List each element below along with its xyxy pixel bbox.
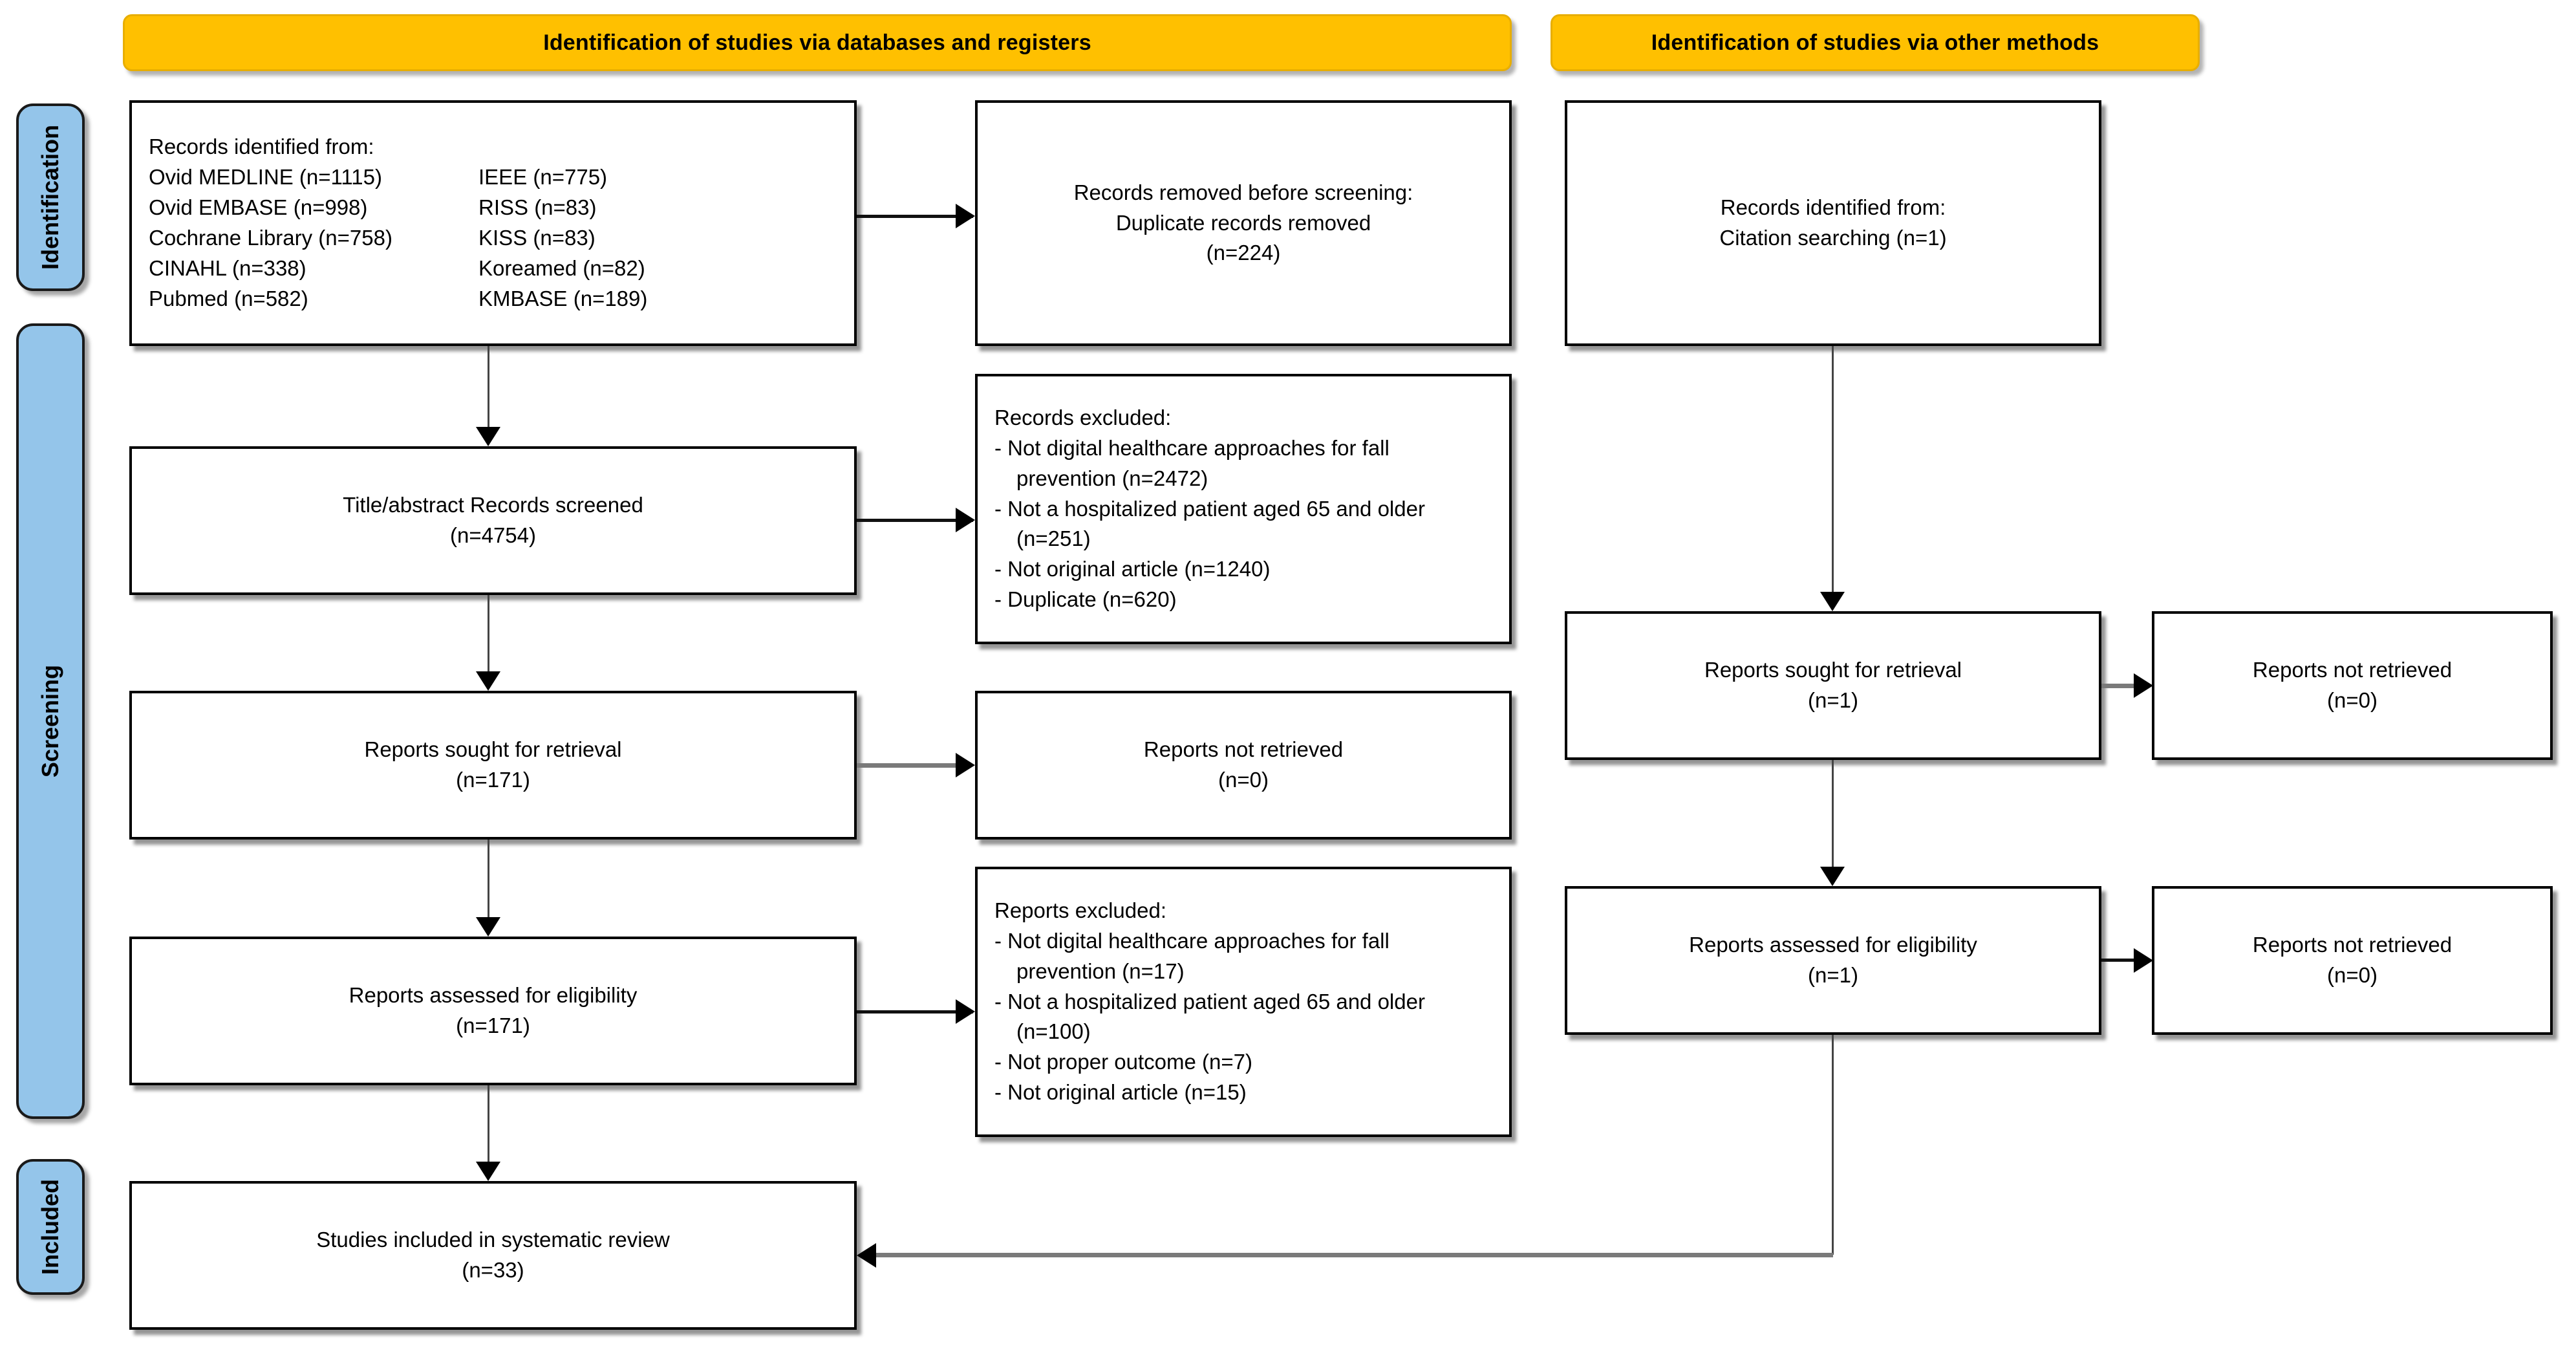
box-reports-sought-right: Reports sought for retrieval (n=1) — [1565, 611, 2101, 760]
records-identified-other-line2: Citation searching (n=1) — [1719, 226, 1947, 250]
source-cinahl: CINAHL (n=338) — [149, 255, 306, 280]
records-screened-count: (n=4754) — [449, 523, 536, 547]
connector-other-to-sought-right — [1832, 346, 1834, 598]
box-records-identified-other: Records identified from: Citation search… — [1565, 100, 2101, 346]
box-studies-included: Studies included in systematic review (n… — [129, 1181, 857, 1330]
reports-assessed-right-count: (n=1) — [1808, 963, 1858, 987]
reports-excluded-item-2: - Not a hospitalized patient aged 65 and… — [994, 989, 1425, 1044]
box-reports-not-retrieved-right-bottom: Reports not retrieved (n=0) — [2152, 886, 2553, 1035]
connector-sought-to-assessed-left — [488, 840, 489, 924]
reports-not-retrieved-right-bottom-line1: Reports not retrieved — [2252, 933, 2453, 957]
arrow-screened-to-excluded — [956, 508, 975, 532]
box-reports-excluded: Reports excluded: - Not digital healthca… — [975, 867, 1512, 1137]
records-removed-line2: Duplicate records removed — [1115, 210, 1371, 235]
reports-not-retrieved-right-bottom-count: (n=0) — [2327, 963, 2377, 987]
records-excluded-heading: Records excluded: — [994, 405, 1172, 429]
arrow-other-to-sought-right — [1820, 592, 1845, 611]
banner-right-label: Identification of studies via other meth… — [1651, 30, 2099, 55]
reports-assessed-right-line1: Reports assessed for eligibility — [1689, 933, 1977, 957]
arrow-sought-to-not-retrieved-right-top — [2134, 673, 2153, 698]
box-reports-sought-left: Reports sought for retrieval (n=171) — [129, 691, 857, 840]
studies-included-count: (n=33) — [462, 1258, 524, 1282]
connector-right-to-included-vertical — [1832, 1035, 1834, 1255]
source-ovid-embase: Ovid EMBASE (n=998) — [149, 195, 368, 220]
records-identified-heading: Records identified from: — [149, 135, 374, 159]
studies-included-line1: Studies included in systematic review — [316, 1228, 670, 1252]
records-excluded-item-2: - Not a hospitalized patient aged 65 and… — [994, 496, 1425, 551]
arrow-assessed-to-included — [476, 1162, 500, 1181]
connector-assessed-to-not-retrieved-right-bottom — [2101, 959, 2147, 962]
banner-left-label: Identification of studies via databases … — [543, 30, 1091, 55]
arrow-sought-to-not-retrieved-left — [956, 753, 975, 777]
source-cochrane: Cochrane Library (n=758) — [149, 226, 392, 250]
connector-assessed-to-reports-excluded — [857, 1010, 973, 1014]
records-excluded-item-4: - Duplicate (n=620) — [994, 587, 1177, 612]
stage-tab-screening: Screening — [16, 323, 85, 1119]
records-excluded-item-3: - Not original article (n=1240) — [994, 557, 1271, 581]
reports-not-retrieved-right-top-line1: Reports not retrieved — [2252, 658, 2453, 682]
arrow-screened-to-sought — [476, 671, 500, 691]
stage-tab-identification-label: Identification — [37, 125, 63, 270]
box-reports-not-retrieved-right-top: Reports not retrieved (n=0) — [2152, 611, 2553, 760]
records-screened-line1: Title/abstract Records screened — [343, 493, 643, 517]
box-reports-assessed-right: Reports assessed for eligibility (n=1) — [1565, 886, 2101, 1035]
reports-excluded-item-4: - Not original article (n=15) — [994, 1080, 1247, 1105]
reports-sought-left-count: (n=171) — [456, 768, 530, 792]
records-removed-line1: Records removed before screening: — [1073, 180, 1413, 204]
arrow-right-to-included — [857, 1243, 876, 1268]
connector-screened-to-sought — [488, 595, 489, 679]
reports-sought-right-line1: Reports sought for retrieval — [1704, 658, 1962, 682]
reports-sought-left-line1: Reports sought for retrieval — [364, 737, 622, 762]
records-excluded-item-1: - Not digital healthcare approaches for … — [994, 435, 1390, 490]
source-riss: RISS (n=83) — [478, 195, 597, 220]
records-identified-other-line1: Records identified from: — [1720, 195, 1946, 220]
stage-tab-identification: Identification — [16, 103, 85, 291]
connector-screened-to-excluded — [857, 519, 973, 522]
connector-right-to-included-horizontal — [876, 1253, 1833, 1257]
source-ieee: IEEE (n=775) — [478, 165, 608, 190]
source-kiss: KISS (n=83) — [478, 226, 596, 250]
box-records-screened: Title/abstract Records screened (n=4754) — [129, 446, 857, 595]
source-kmbase: KMBASE (n=189) — [478, 286, 648, 310]
box-reports-assessed-left: Reports assessed for eligibility (n=171) — [129, 937, 857, 1085]
box-reports-not-retrieved-left: Reports not retrieved (n=0) — [975, 691, 1512, 840]
reports-excluded-item-1: - Not digital healthcare approaches for … — [994, 928, 1390, 983]
reports-not-retrieved-left-count: (n=0) — [1218, 768, 1269, 792]
records-identified-source-grid: Ovid MEDLINE (n=1115) IEEE (n=775) Ovid … — [149, 162, 647, 314]
connector-identified-to-screened — [488, 346, 489, 433]
arrow-assessed-to-reports-excluded — [956, 999, 975, 1024]
reports-not-retrieved-right-top-count: (n=0) — [2327, 688, 2377, 712]
connector-identified-to-removed — [857, 215, 973, 218]
banner-identification-databases: Identification of studies via databases … — [123, 14, 1512, 71]
stage-tab-included: Included — [16, 1159, 85, 1295]
reports-excluded-heading: Reports excluded: — [994, 898, 1166, 922]
arrow-identified-to-screened — [476, 427, 500, 446]
arrow-assessed-to-not-retrieved-right-bottom — [2134, 948, 2153, 973]
reports-not-retrieved-left-line1: Reports not retrieved — [1143, 737, 1344, 762]
arrow-sought-to-assessed-left — [476, 917, 500, 937]
reports-assessed-left-count: (n=171) — [456, 1014, 530, 1037]
reports-excluded-item-3: - Not proper outcome (n=7) — [994, 1050, 1252, 1074]
box-records-excluded: Records excluded: - Not digital healthca… — [975, 374, 1512, 644]
source-ovid-medline: Ovid MEDLINE (n=1115) — [149, 165, 383, 190]
connector-sought-to-not-retrieved-left — [857, 763, 970, 768]
stage-tab-included-label: Included — [37, 1178, 63, 1275]
connector-sought-to-assessed-right — [1832, 760, 1834, 873]
arrow-identified-to-removed — [956, 204, 975, 228]
box-records-removed-before-screening: Records removed before screening: Duplic… — [975, 100, 1512, 346]
reports-assessed-left-line1: Reports assessed for eligibility — [349, 983, 638, 1008]
reports-sought-right-count: (n=1) — [1808, 688, 1858, 712]
box-records-identified-databases: Records identified from: Ovid MEDLINE (n… — [129, 100, 857, 346]
records-removed-count: (n=224) — [1206, 241, 1281, 265]
source-pubmed: Pubmed (n=582) — [149, 286, 308, 310]
arrow-sought-to-assessed-right — [1820, 867, 1845, 886]
connector-assessed-to-included — [488, 1085, 489, 1168]
connector-sought-to-not-retrieved-right-top — [2101, 684, 2147, 688]
stage-tab-screening-label: Screening — [37, 664, 63, 778]
source-koreamed: Koreamed (n=82) — [478, 255, 645, 280]
banner-identification-other: Identification of studies via other meth… — [1551, 14, 2200, 71]
